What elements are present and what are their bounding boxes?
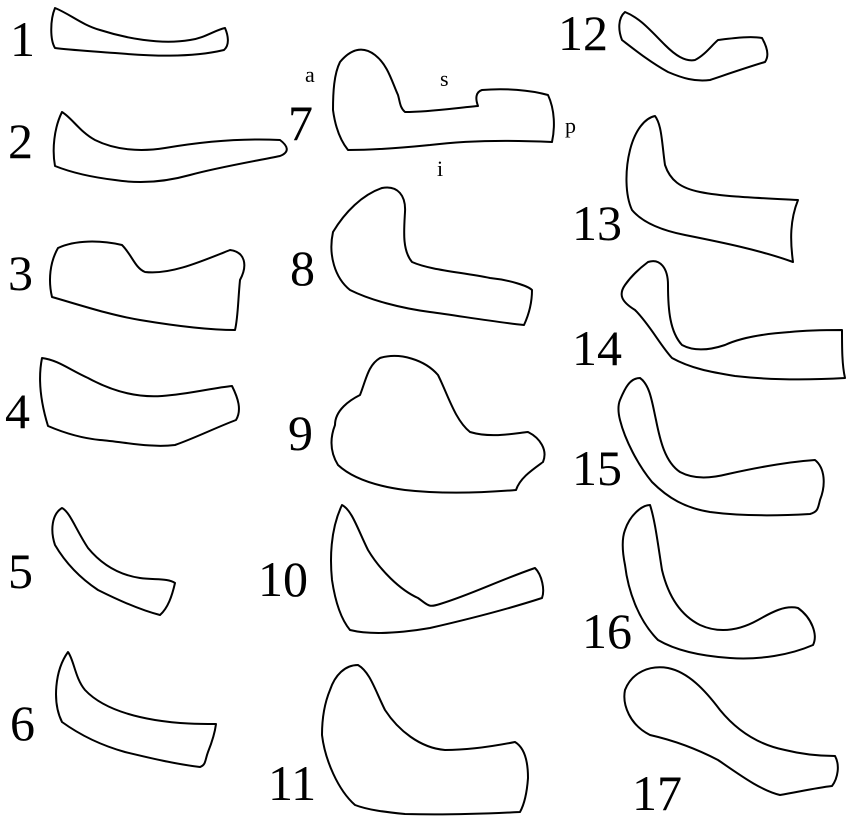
specimen-12-number: 12 [558,5,608,61]
specimen-15: 15 [572,378,824,515]
specimen-4-outline [40,358,239,446]
specimen-4-number: 4 [5,383,30,439]
specimen-11-outline [322,665,528,814]
specimen-12-outline [619,12,767,81]
specimen-16-outline [623,505,815,658]
specimen-10-outline [331,505,543,633]
specimen-8: 8 [290,188,532,325]
specimen-3-outline [50,242,244,330]
specimen-14: 14 [572,261,845,379]
specimen-13: 13 [572,116,798,262]
specimen-11: 11 [268,665,528,814]
specimen-13-number: 13 [572,195,622,251]
specimen-8-number: 8 [290,240,315,296]
specimen-13-outline [626,116,798,262]
specimen-7-number: 7 [288,95,313,151]
specimen-2-outline [54,112,287,182]
specimen-16: 16 [582,505,815,659]
specimen-5-outline [52,508,175,615]
specimen-6-outline [56,652,216,767]
specimen-14-number: 14 [572,320,622,376]
specimen-7-outline [333,50,554,150]
specimen-9-number: 9 [288,405,313,461]
specimen-1-number: 1 [10,11,35,67]
specimen-5: 5 [8,508,175,615]
specimen-9-outline [332,356,545,493]
specimen-1: 1 [10,8,228,67]
specimen-15-outline [619,378,824,515]
specimen-11-number: 11 [268,755,316,811]
specimen-10: 10 [258,505,543,633]
specimen-6: 6 [10,652,216,767]
specimen-2: 2 [8,112,287,182]
specimen-4: 4 [5,358,239,446]
specimen-12: 12 [558,5,767,81]
orientation-label-inferior: i [437,156,443,181]
specimen-9: 9 [288,356,545,493]
specimen-17: 17 [624,667,837,817]
specimen-14-outline [622,261,845,379]
specimen-3-number: 3 [8,245,33,301]
specimen-15-number: 15 [572,440,622,496]
specimen-8-outline [331,188,532,325]
specimen-7: 7 a s p i [288,50,576,181]
specimen-17-number: 17 [632,765,682,817]
specimen-6-number: 6 [10,695,35,751]
specimen-16-number: 16 [582,603,632,659]
specimen-5-number: 5 [8,543,33,599]
specimen-2-number: 2 [8,113,33,169]
specimen-1-outline [51,8,228,56]
orientation-label-anterior: a [305,62,315,87]
specimen-3: 3 [8,242,244,330]
specimen-10-number: 10 [258,551,308,607]
orientation-label-posterior: p [565,113,576,138]
orientation-label-superior: s [440,66,449,91]
